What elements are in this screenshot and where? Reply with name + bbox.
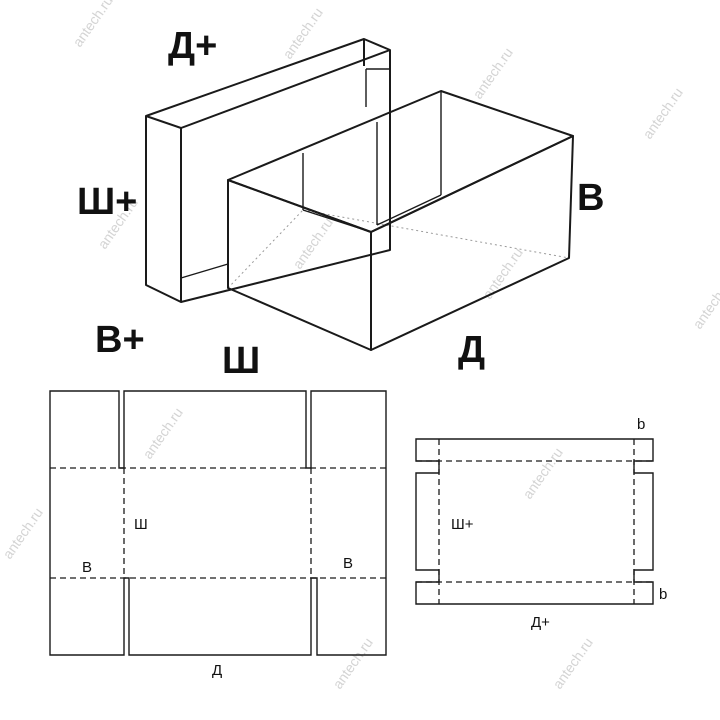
box-inner-edge xyxy=(376,194,442,226)
watermark: antech.ru xyxy=(549,635,596,692)
lid-net-width-label: Ш+ xyxy=(451,516,474,533)
hidden-edge xyxy=(227,209,304,289)
watermark: antech.ru xyxy=(0,505,46,562)
watermark: antech.ru xyxy=(329,635,376,692)
box-net: Ш В В Д xyxy=(49,390,387,679)
watermark: antech.ru xyxy=(279,5,326,62)
watermark: antech.ru xyxy=(519,445,566,502)
lid-height-label: В+ xyxy=(95,319,145,361)
watermark: antech.ru xyxy=(639,85,686,142)
watermark: antech.ru xyxy=(469,45,516,102)
net-length-label: Д xyxy=(212,662,222,679)
lid-edge xyxy=(180,49,391,129)
lid-outline xyxy=(145,38,391,303)
box-length-label: Д xyxy=(458,329,485,371)
box-3d xyxy=(227,90,574,351)
watermark: antech.ru xyxy=(689,275,720,332)
lid-width-label: Ш+ xyxy=(77,181,137,223)
net-height-label-right: В xyxy=(343,555,353,572)
net-width-label: Ш xyxy=(134,516,148,533)
lid-edge xyxy=(145,115,182,129)
lid-net-length-label: Д+ xyxy=(531,614,550,631)
watermark: antech.ru xyxy=(69,0,116,50)
box-net-outline xyxy=(49,390,387,656)
watermark: antech.ru xyxy=(289,215,336,272)
box-width-label: Ш xyxy=(222,340,260,382)
box-side-face xyxy=(370,135,574,351)
lid-net-flap-label-top: b xyxy=(637,416,645,433)
lid-net-flap-label-bottom: b xyxy=(659,586,667,603)
watermark: antech.ru xyxy=(139,405,186,462)
box-height-label: В xyxy=(577,177,604,219)
watermark: antech.ru xyxy=(479,245,526,302)
lid-inner-edge xyxy=(180,263,229,279)
lid-3d xyxy=(145,38,391,303)
lid-net: Ш+ Д+ b b xyxy=(415,416,667,631)
lid-length-label: Д+ xyxy=(168,25,217,67)
hidden-edge xyxy=(302,209,570,259)
net-height-label-left: В xyxy=(82,559,92,576)
